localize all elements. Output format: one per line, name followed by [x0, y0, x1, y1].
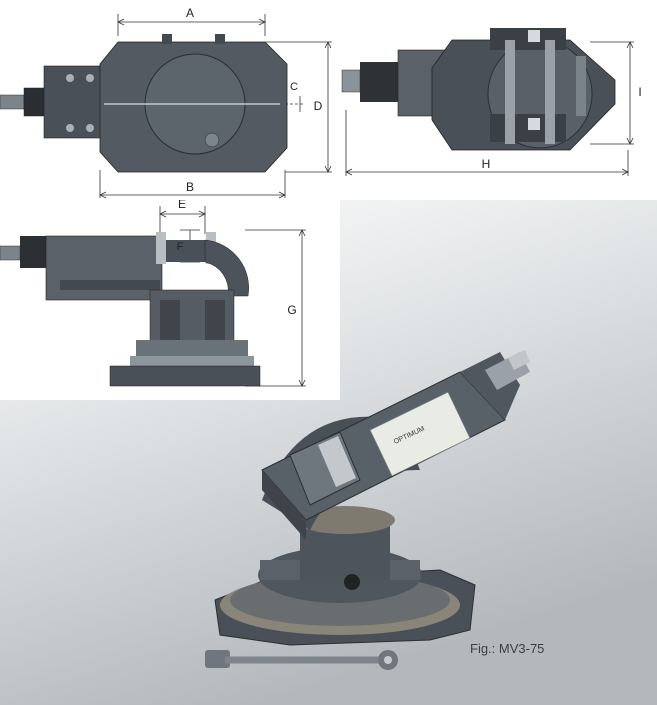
label-G: G	[287, 303, 296, 317]
label-I: I	[638, 85, 641, 99]
side-view-drawing: E F G	[0, 200, 306, 387]
label-C: C	[290, 81, 298, 93]
label-D: D	[314, 99, 323, 113]
label-F: F	[177, 241, 184, 253]
right-view-drawing: H I	[341, 28, 642, 176]
label-A: A	[186, 6, 194, 20]
label-H: H	[482, 157, 491, 171]
label-B: B	[186, 180, 194, 194]
figure-caption: Fig.: MV3-75	[470, 641, 545, 656]
top-view-drawing: A B C D	[0, 6, 332, 199]
label-E: E	[178, 200, 186, 211]
